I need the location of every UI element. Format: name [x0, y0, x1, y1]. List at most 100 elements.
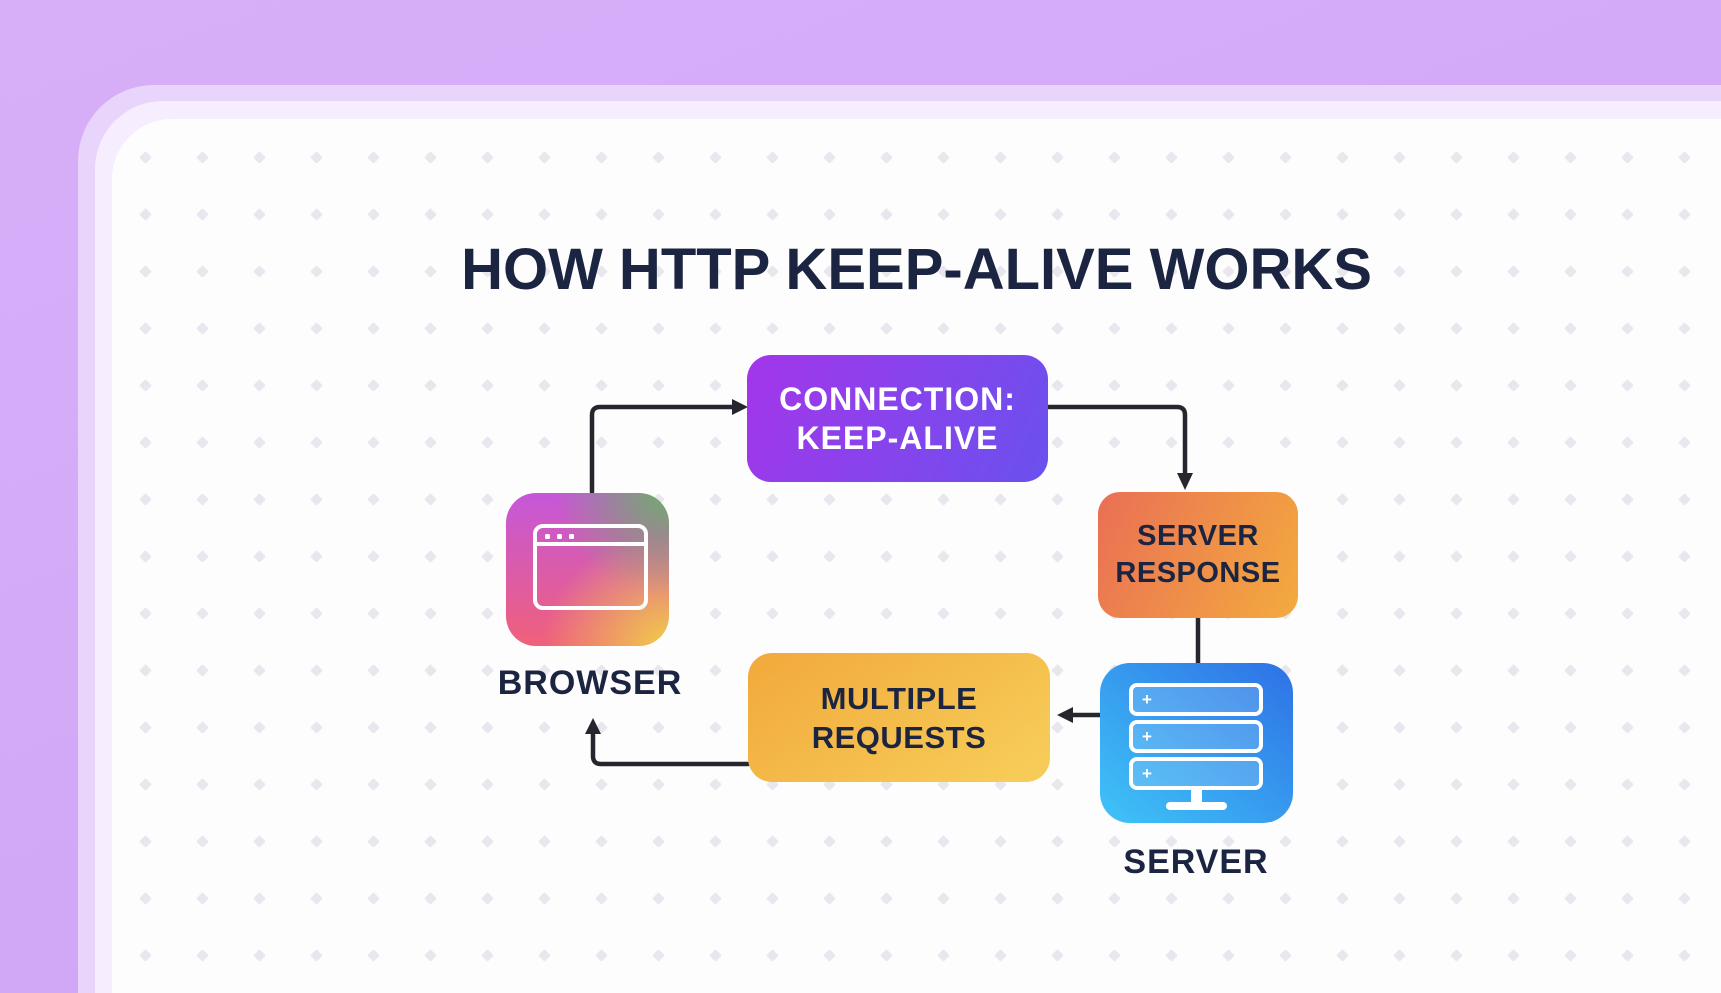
pattern-dot [1107, 207, 1121, 221]
pattern-dot [1164, 207, 1178, 221]
pattern-dot [1563, 834, 1577, 848]
pattern-dot [1050, 663, 1064, 677]
pattern-dot [480, 378, 494, 392]
pattern-dot [1392, 720, 1406, 734]
pattern-dot [309, 378, 323, 392]
pattern-dot [1392, 207, 1406, 221]
pattern-dot [1563, 549, 1577, 563]
pattern-dot [309, 207, 323, 221]
pattern-dot [993, 492, 1007, 506]
pattern-dot [765, 834, 779, 848]
pattern-dot [1677, 663, 1691, 677]
pattern-dot [195, 948, 209, 962]
window-dot-icon [557, 534, 562, 539]
pattern-dot [1050, 435, 1064, 449]
pattern-dot [252, 663, 266, 677]
pattern-dot [138, 378, 152, 392]
rack-plus-icon: + [1142, 690, 1152, 709]
pattern-dot [1620, 834, 1634, 848]
pattern-dot [651, 435, 665, 449]
pattern-dot [366, 663, 380, 677]
pattern-dot [1050, 948, 1064, 962]
pattern-dot [993, 207, 1007, 221]
pattern-dot [1449, 150, 1463, 164]
pattern-dot [1221, 321, 1235, 335]
browser-window-icon [533, 524, 648, 610]
pattern-dot [879, 549, 893, 563]
pattern-dot [480, 549, 494, 563]
pattern-dot [1050, 606, 1064, 620]
pattern-dot [1278, 435, 1292, 449]
pattern-dot [252, 948, 266, 962]
pattern-dot [1563, 606, 1577, 620]
pattern-dot [993, 549, 1007, 563]
pattern-dot [480, 891, 494, 905]
pattern-dot [309, 150, 323, 164]
pattern-dot [1392, 834, 1406, 848]
pattern-dot [1221, 150, 1235, 164]
pattern-dot [936, 834, 950, 848]
pattern-dot [1335, 435, 1349, 449]
pattern-dot [1506, 321, 1520, 335]
pattern-dot [651, 321, 665, 335]
pattern-dot [594, 777, 608, 791]
pattern-dot [309, 948, 323, 962]
pattern-dot [537, 834, 551, 848]
pattern-dot [309, 834, 323, 848]
pattern-dot [765, 492, 779, 506]
browser-window-titlebar [537, 528, 644, 546]
pattern-dot [309, 606, 323, 620]
pattern-dot [708, 606, 722, 620]
pattern-dot [480, 492, 494, 506]
pattern-dot [993, 948, 1007, 962]
pattern-dot [1620, 777, 1634, 791]
pattern-dot [138, 321, 152, 335]
rack-plus-icon: + [1142, 727, 1152, 746]
pattern-dot [309, 321, 323, 335]
browser-label: BROWSER [497, 664, 683, 702]
pattern-dot [195, 663, 209, 677]
pattern-dot [138, 150, 152, 164]
pattern-dot [423, 549, 437, 563]
pattern-dot [1677, 777, 1691, 791]
pattern-dot [138, 492, 152, 506]
pattern-dot [1392, 891, 1406, 905]
pattern-dot [1563, 321, 1577, 335]
pattern-dot [480, 150, 494, 164]
pattern-dot [138, 834, 152, 848]
pattern-dot [537, 150, 551, 164]
pattern-dot [651, 948, 665, 962]
pattern-dot [1563, 492, 1577, 506]
pattern-dot [1563, 948, 1577, 962]
pattern-dot [1335, 948, 1349, 962]
pattern-dot [708, 492, 722, 506]
pattern-dot [252, 549, 266, 563]
pattern-dot [822, 834, 836, 848]
pattern-dot [1506, 606, 1520, 620]
pattern-dot [1449, 378, 1463, 392]
pattern-dot [1449, 321, 1463, 335]
pattern-dot [537, 435, 551, 449]
pattern-dot [936, 492, 950, 506]
pattern-dot [936, 948, 950, 962]
pattern-dot [1677, 150, 1691, 164]
pattern-dot [1392, 948, 1406, 962]
pattern-dot [138, 549, 152, 563]
server-stand-base [1166, 802, 1227, 810]
pattern-dot [366, 606, 380, 620]
pattern-dot [765, 321, 779, 335]
pattern-dot [366, 891, 380, 905]
pattern-dot [138, 948, 152, 962]
server-label: SERVER [1123, 843, 1269, 881]
pattern-dot [138, 720, 152, 734]
pattern-dot [366, 948, 380, 962]
pattern-dot [423, 720, 437, 734]
pattern-dot [1563, 891, 1577, 905]
pattern-dot [594, 207, 608, 221]
pattern-dot [936, 549, 950, 563]
pattern-dot [537, 720, 551, 734]
pattern-dot [309, 435, 323, 449]
pattern-dot [822, 207, 836, 221]
pattern-dot [1221, 378, 1235, 392]
pattern-dot [366, 777, 380, 791]
